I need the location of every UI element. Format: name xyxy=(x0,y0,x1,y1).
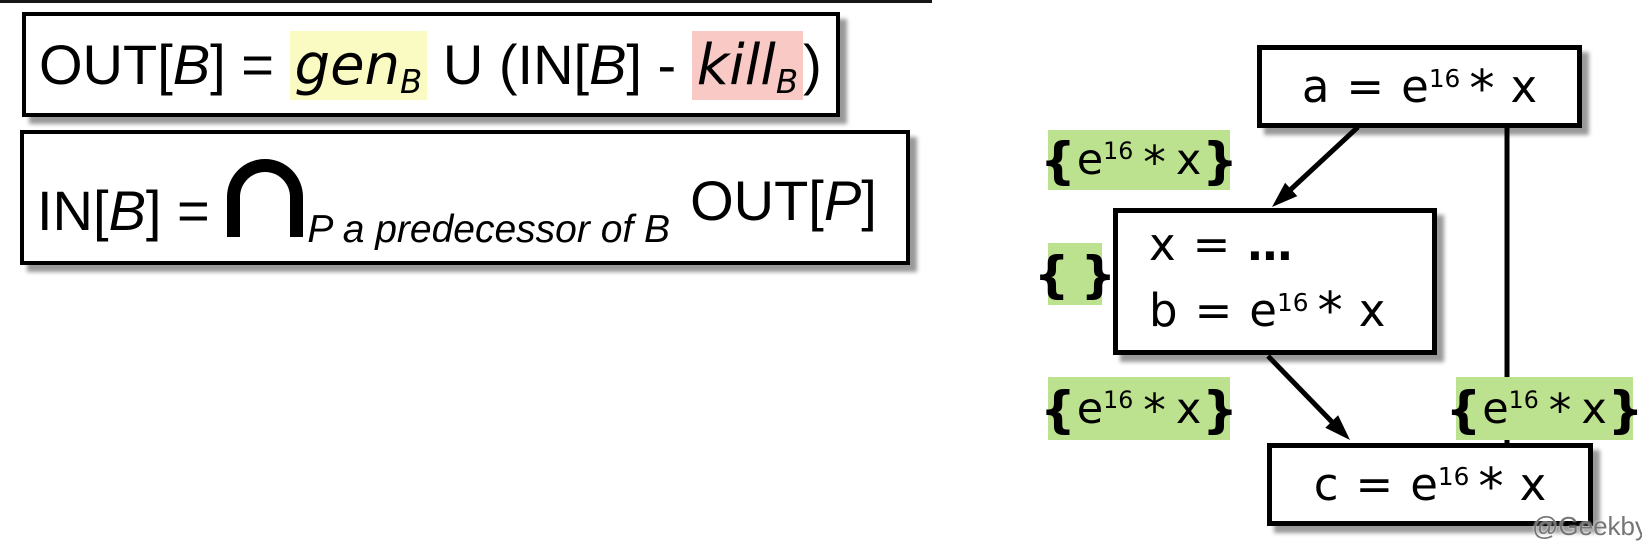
node-b: x=… b=e16*x xyxy=(1113,208,1437,355)
set-label-out-b: {e16*x} xyxy=(1040,377,1238,440)
formula-out-box: OUT[B] = genB U (IN[B] - killB) xyxy=(22,12,840,117)
kill-highlight: killB xyxy=(691,30,804,101)
intersection-icon xyxy=(227,159,304,237)
cropped-top-edge xyxy=(0,0,932,3)
arrowhead-b-to-c xyxy=(1325,415,1350,440)
node-b-line2: b=e16*x xyxy=(1149,281,1386,340)
edge-a-to-b xyxy=(1286,125,1360,194)
set-label-out-a-right: {e16*x} xyxy=(1446,377,1642,440)
arrowhead-a-to-b xyxy=(1272,182,1298,207)
formula-out: OUT[B] = genB U (IN[B] - killB) xyxy=(39,30,822,101)
set-label-out-a: {e16*x} xyxy=(1040,130,1238,190)
node-a: a=e16*x xyxy=(1257,45,1582,128)
watermark: @Geekby xyxy=(1532,511,1642,541)
edge-b-to-c xyxy=(1266,354,1336,426)
gen-highlight: genB xyxy=(289,30,428,101)
set-label-in-b: { } xyxy=(1034,243,1116,305)
node-b-line1: x=… xyxy=(1149,218,1295,271)
node-c: c=e16*x xyxy=(1267,443,1593,526)
